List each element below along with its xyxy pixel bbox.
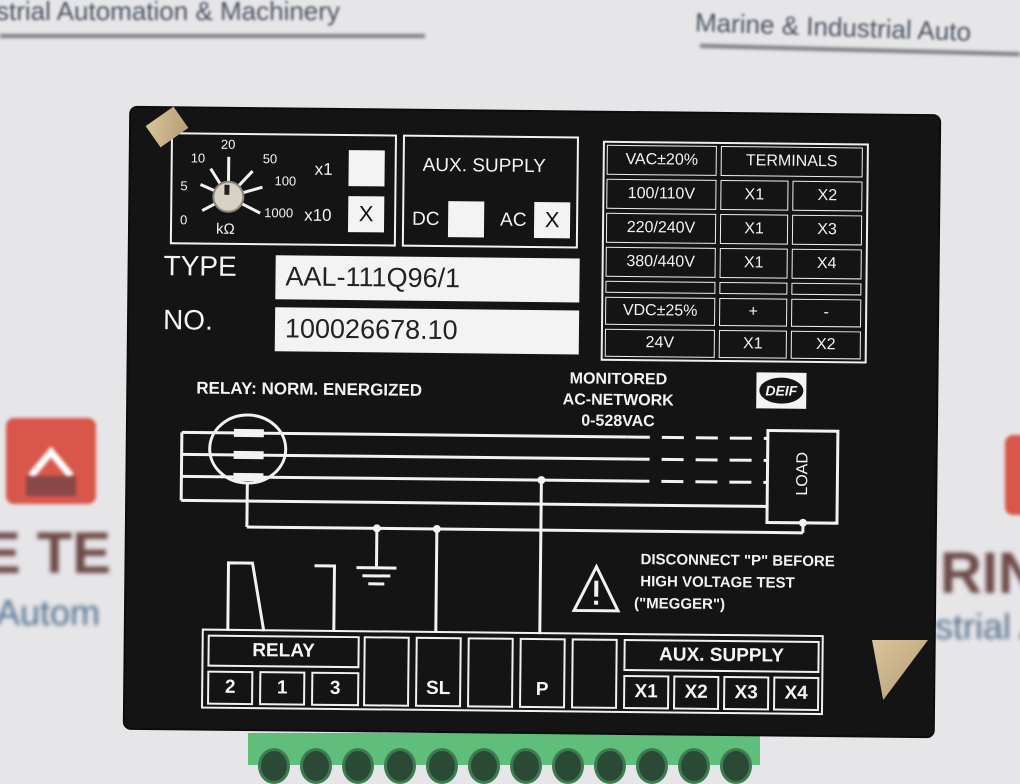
load-label: LOAD (794, 452, 812, 496)
terminal-blank (363, 636, 410, 706)
terminal-sl: SL (415, 637, 462, 707)
terminal-blank (571, 638, 618, 708)
relay-device-front-label: 0 5 10 20 50 100 1000 kΩ x1 x10 X AUX. S… (125, 108, 939, 736)
background-sub-left: Autom (0, 592, 100, 634)
background-banner-left: strial Automation & Machinery (0, 0, 340, 27)
terminal-x1: X1 (623, 675, 669, 709)
terminal-strip: RELAY 2 1 3 SL P AUX. SUPPLY X1 X2 X3 X4 (201, 629, 824, 716)
megger-warning-text: DISCONNECT "P" BEFORE HIGH VOLTAGE TEST … (640, 549, 835, 617)
aux-supply-header: AUX. SUPPLY (623, 639, 819, 673)
background-underline-left (0, 34, 425, 38)
relay-header: RELAY (207, 635, 359, 669)
background-banner-right: Marine & Industrial Auto (695, 7, 972, 48)
terminal-x3: X3 (723, 676, 769, 710)
terminal-x4: X4 (773, 677, 819, 711)
background-brand-right: RIN (940, 540, 1020, 607)
warning-triangle-icon (574, 566, 618, 610)
terminal-blank (467, 637, 514, 707)
terminal-relay-3: 3 (311, 672, 359, 707)
terminal-relay-1: 1 (259, 671, 305, 705)
terminal-p: P (519, 638, 566, 708)
background-brand-left: E TE (0, 520, 111, 587)
background-logo-right-icon (1005, 435, 1020, 515)
background-logo-icon (6, 418, 96, 504)
terminal-x2: X2 (673, 675, 719, 709)
background-underline-right (700, 44, 1020, 56)
background-sub-right: strial A (935, 606, 1020, 648)
terminal-relay-2: 2 (207, 671, 253, 705)
